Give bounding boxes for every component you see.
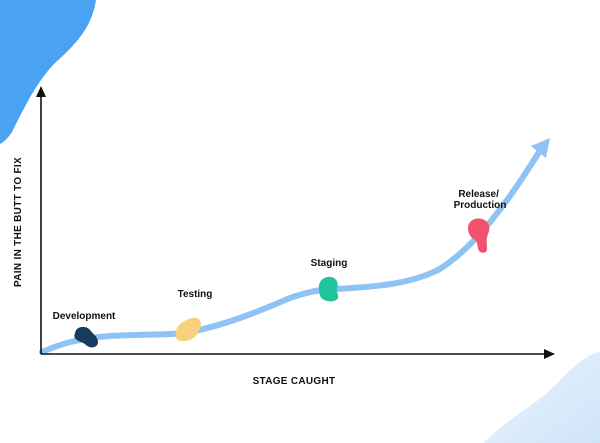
release-marker bbox=[468, 218, 490, 253]
staging-label: Staging bbox=[311, 258, 348, 269]
y-axis-arrowhead bbox=[36, 86, 46, 97]
testing-label: Testing bbox=[178, 289, 213, 300]
staging-marker bbox=[318, 276, 339, 302]
x-axis-label: STAGE CAUGHT bbox=[253, 376, 336, 387]
release-label: Release/ Production bbox=[454, 189, 507, 211]
x-axis-arrowhead bbox=[544, 349, 555, 359]
development-label: Development bbox=[53, 311, 116, 322]
pain-growth-curve bbox=[39, 145, 545, 355]
y-axis-label: PAIN IN THE BUTT TO FIX bbox=[13, 157, 24, 287]
curve-arrowhead bbox=[531, 138, 550, 158]
bottom-right-corner-blob bbox=[484, 352, 600, 443]
top-left-corner-blob bbox=[0, 0, 96, 144]
development-marker bbox=[74, 326, 98, 348]
testing-marker bbox=[175, 317, 202, 342]
